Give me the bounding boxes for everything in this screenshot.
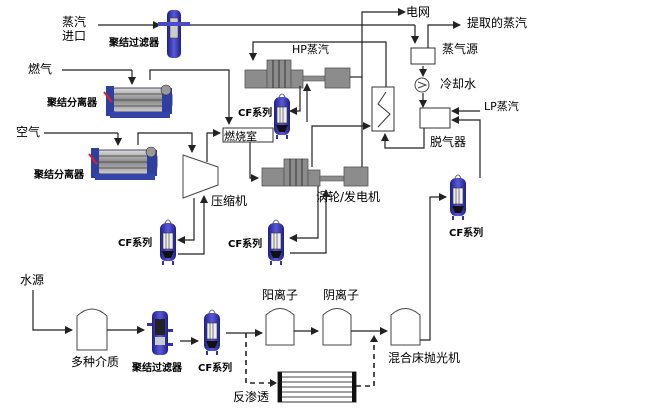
coalescing-separator-1-label: 聚结分离器 [46, 96, 98, 109]
cooler-icon [414, 77, 430, 93]
hp-steam-label: HP蒸汽 [292, 42, 329, 56]
water-source-line [32, 290, 73, 334]
mixed-bed-polisher-label: 混合床抛光机 [388, 350, 460, 365]
lp-steam-label: LP蒸汽 [484, 99, 519, 113]
steam-inlet-label-line1: 蒸汽 [62, 14, 86, 29]
turbine-generator-label: 涡轮/发电机 [316, 189, 380, 204]
cf-series-hp-icon [273, 93, 291, 140]
steam-inlet-label-line2: 进口 [62, 29, 86, 43]
anion-label: 阴离子 [323, 287, 359, 302]
cf-series-turbine-label: CF系列 [228, 237, 262, 250]
hp-steam-return-line [249, 41, 387, 97]
deaerator-box [419, 107, 451, 129]
air-label: 空气 [16, 124, 40, 139]
compressor-to-combustor-line [206, 129, 221, 162]
combustor-to-turbine-line [249, 142, 259, 182]
hp-turbine-to-cf-line [289, 86, 301, 115]
cation-label: 阳离子 [262, 287, 298, 302]
heat-coil-icon [377, 91, 391, 128]
generator-to-grid-line [361, 8, 406, 167]
ro-bypass-in-line [245, 333, 272, 384]
coalescing-filter-bottom-label: 聚结过滤器 [131, 361, 183, 374]
heat-recovery-boiler-box [371, 86, 395, 132]
cf-series-turbine-icon [267, 219, 285, 266]
compressor-label: 压缩机 [211, 193, 247, 208]
coalescing-separator-2-label: 聚结分离器 [33, 168, 85, 181]
coalescing-separator-1-icon [103, 84, 173, 119]
steam-source-box [410, 47, 436, 65]
gas-turbine-generator-icon [261, 158, 369, 187]
multimedia-filter-tank [76, 308, 108, 351]
cf-series-compressor-icon [159, 219, 177, 266]
coalescing-filter-top-label: 聚结过滤器 [108, 36, 160, 49]
deaerator-to-hrsg-line [381, 128, 425, 149]
grid-label: 电网 [406, 5, 430, 19]
fuel-to-combustor-line [149, 69, 233, 125]
anion-tank [322, 308, 352, 346]
cf-to-turbine-line [290, 189, 330, 254]
polisher-to-cf-line [429, 193, 447, 310]
multimedia-label: 多种介质 [71, 355, 119, 369]
cf-series-water-label: CF系列 [198, 361, 232, 374]
cooling-water-label: 冷却水 [440, 77, 476, 91]
cation-tank [265, 308, 295, 346]
water-source-label: 水源 [20, 273, 44, 287]
cf-to-deaerator-line [451, 116, 481, 178]
exhaust-line [311, 125, 363, 167]
turbine-to-cf-line [289, 186, 319, 242]
cf-series-compressor-label: CF系列 [118, 236, 152, 249]
deaerator-label: 脱气器 [430, 134, 466, 149]
cf-series-hp-label: CF系列 [238, 106, 272, 119]
fuel-gas-label: 燃气 [28, 61, 52, 76]
cf-to-compressor-line [178, 195, 208, 255]
air-to-compressor-line [137, 132, 196, 153]
compressor-icon [182, 154, 219, 199]
cf-series-deaerator-label: CF系列 [449, 226, 483, 239]
cf-series-water-icon [203, 309, 221, 356]
ro-bypass-out-line [356, 340, 375, 387]
mixed-bed-polisher-tank [390, 308, 421, 346]
coalescing-filter-bottom-icon [147, 311, 173, 355]
reverse-osmosis-label: 反渗透 [233, 389, 269, 404]
combustion-chamber-box [222, 127, 274, 143]
cf-series-deaerator-icon [449, 174, 467, 221]
coalescing-separator-2-icon [88, 146, 158, 181]
combustion-chamber-label: 燃烧室 [224, 129, 257, 143]
extracted-steam-arrow [427, 21, 461, 48]
reverse-osmosis-unit-icon [277, 371, 357, 403]
coalescing-filter-top-icon [158, 10, 190, 58]
hp-steam-turbine-icon [244, 59, 351, 89]
compressor-to-cf-line [177, 198, 195, 244]
polisher-outlet-line [420, 310, 431, 341]
steam-source-label: 蒸气源 [442, 41, 478, 56]
extracted-steam-label: 提取的蒸汽 [467, 15, 527, 30]
